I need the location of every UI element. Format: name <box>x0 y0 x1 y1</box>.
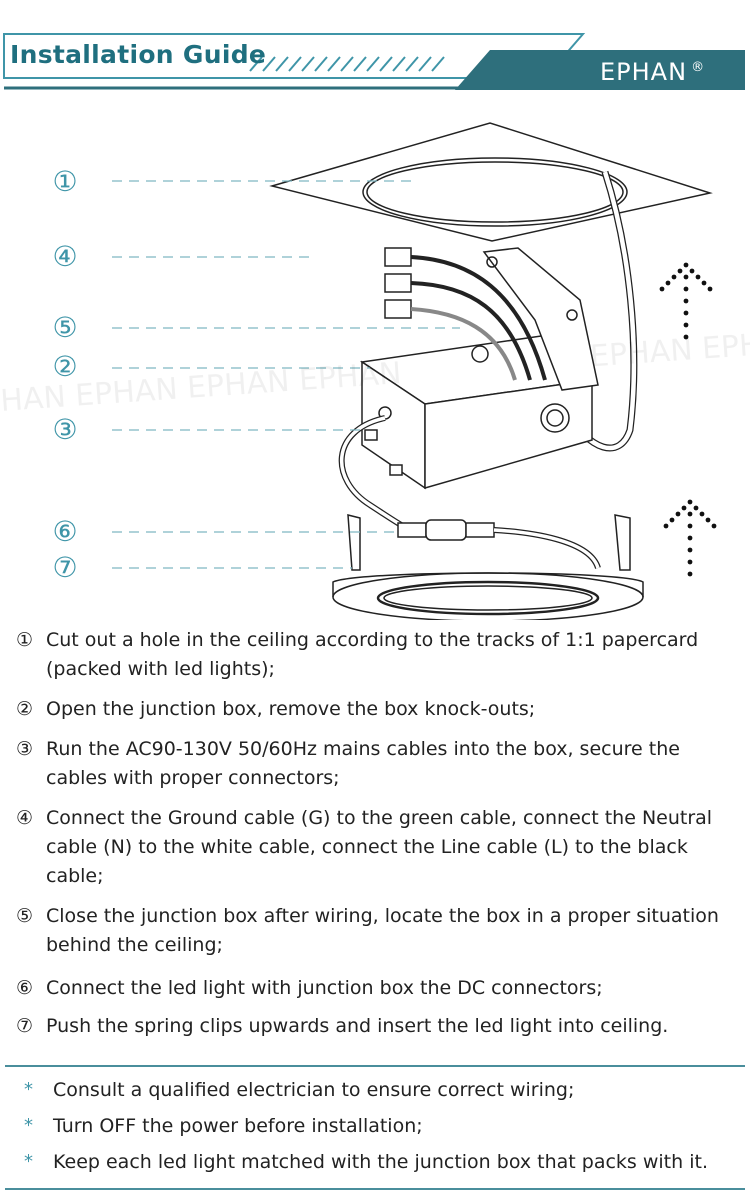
step-text: Connect the Ground cable (G) to the gree… <box>46 807 713 887</box>
up-arrow-upper <box>659 262 713 340</box>
wire-connector <box>384 299 412 319</box>
step-number: ⑦ <box>16 1015 34 1037</box>
step-text: Connect the led light with junction box … <box>46 977 603 999</box>
callout-4: ④ <box>52 240 78 273</box>
header-banner: Installation Guide EPHAN® <box>0 0 750 100</box>
registered-mark: ® <box>691 60 706 75</box>
header-graphic <box>3 33 745 90</box>
divider-top <box>5 1065 745 1067</box>
step-item: ③ Run the AC90-130V 50/60Hz mains cables… <box>16 735 741 793</box>
diagram-drawing <box>112 122 717 622</box>
note-item: * Consult a qualified electrician to ens… <box>24 1076 744 1104</box>
step-text: Run the AC90-130V 50/60Hz mains cables i… <box>46 738 680 789</box>
bullet-star-icon: * <box>24 1079 33 1100</box>
wire-connector <box>384 247 412 267</box>
step-number: ① <box>16 629 34 651</box>
note-text: Turn OFF the power before installation; <box>53 1115 423 1137</box>
wire-connector <box>384 273 412 293</box>
brand-text: EPHAN <box>600 58 688 86</box>
callout-6: ⑥ <box>52 515 78 548</box>
installation-diagram: HAN EPHAN EPHAN EPHAN EPHAN EPHAN ① ④ ⑤ … <box>0 100 750 622</box>
step-item: ② Open the junction box, remove the box … <box>16 695 741 724</box>
step-text: Push the spring clips upwards and insert… <box>46 1015 669 1037</box>
up-arrow-lower <box>663 499 717 577</box>
step-item: ⑦ Push the spring clips upwards and inse… <box>16 1012 741 1041</box>
note-item: * Keep each led light matched with the j… <box>24 1148 744 1176</box>
callout-3: ③ <box>52 413 78 446</box>
step-item: ④ Connect the Ground cable (G) to the gr… <box>16 804 741 891</box>
ceiling-cutout <box>362 157 628 227</box>
callout-7: ⑦ <box>52 551 78 584</box>
ceiling-plane <box>269 122 713 242</box>
callout-1: ① <box>52 165 78 198</box>
step-text: Cut out a hole in the ceiling according … <box>46 629 699 680</box>
callout-2: ② <box>52 350 78 383</box>
step-number: ⑥ <box>16 977 34 999</box>
page-title: Installation Guide <box>10 40 267 69</box>
bullet-star-icon: * <box>24 1115 33 1136</box>
brand-name: EPHAN® <box>600 58 705 86</box>
dc-connector <box>397 522 427 538</box>
bullet-star-icon: * <box>24 1151 33 1172</box>
step-item: ① Cut out a hole in the ceiling accordin… <box>16 626 741 684</box>
step-text: Close the junction box after wiring, loc… <box>46 905 719 956</box>
divider-bottom <box>5 1188 745 1190</box>
step-number: ④ <box>16 807 34 829</box>
step-item: ⑤ Close the junction box after wiring, l… <box>16 902 741 960</box>
callout-5: ⑤ <box>52 311 78 344</box>
step-item: ⑥ Connect the led light with junction bo… <box>16 974 741 1003</box>
step-number: ⑤ <box>16 905 34 927</box>
step-number: ② <box>16 698 34 720</box>
step-number: ③ <box>16 738 34 760</box>
junction-box-lid <box>482 247 599 391</box>
note-text: Consult a qualified electrician to ensur… <box>53 1079 575 1101</box>
note-text: Keep each led light matched with the jun… <box>53 1151 708 1173</box>
step-text: Open the junction box, remove the box kn… <box>46 698 536 720</box>
note-item: * Turn OFF the power before installation… <box>24 1112 744 1140</box>
